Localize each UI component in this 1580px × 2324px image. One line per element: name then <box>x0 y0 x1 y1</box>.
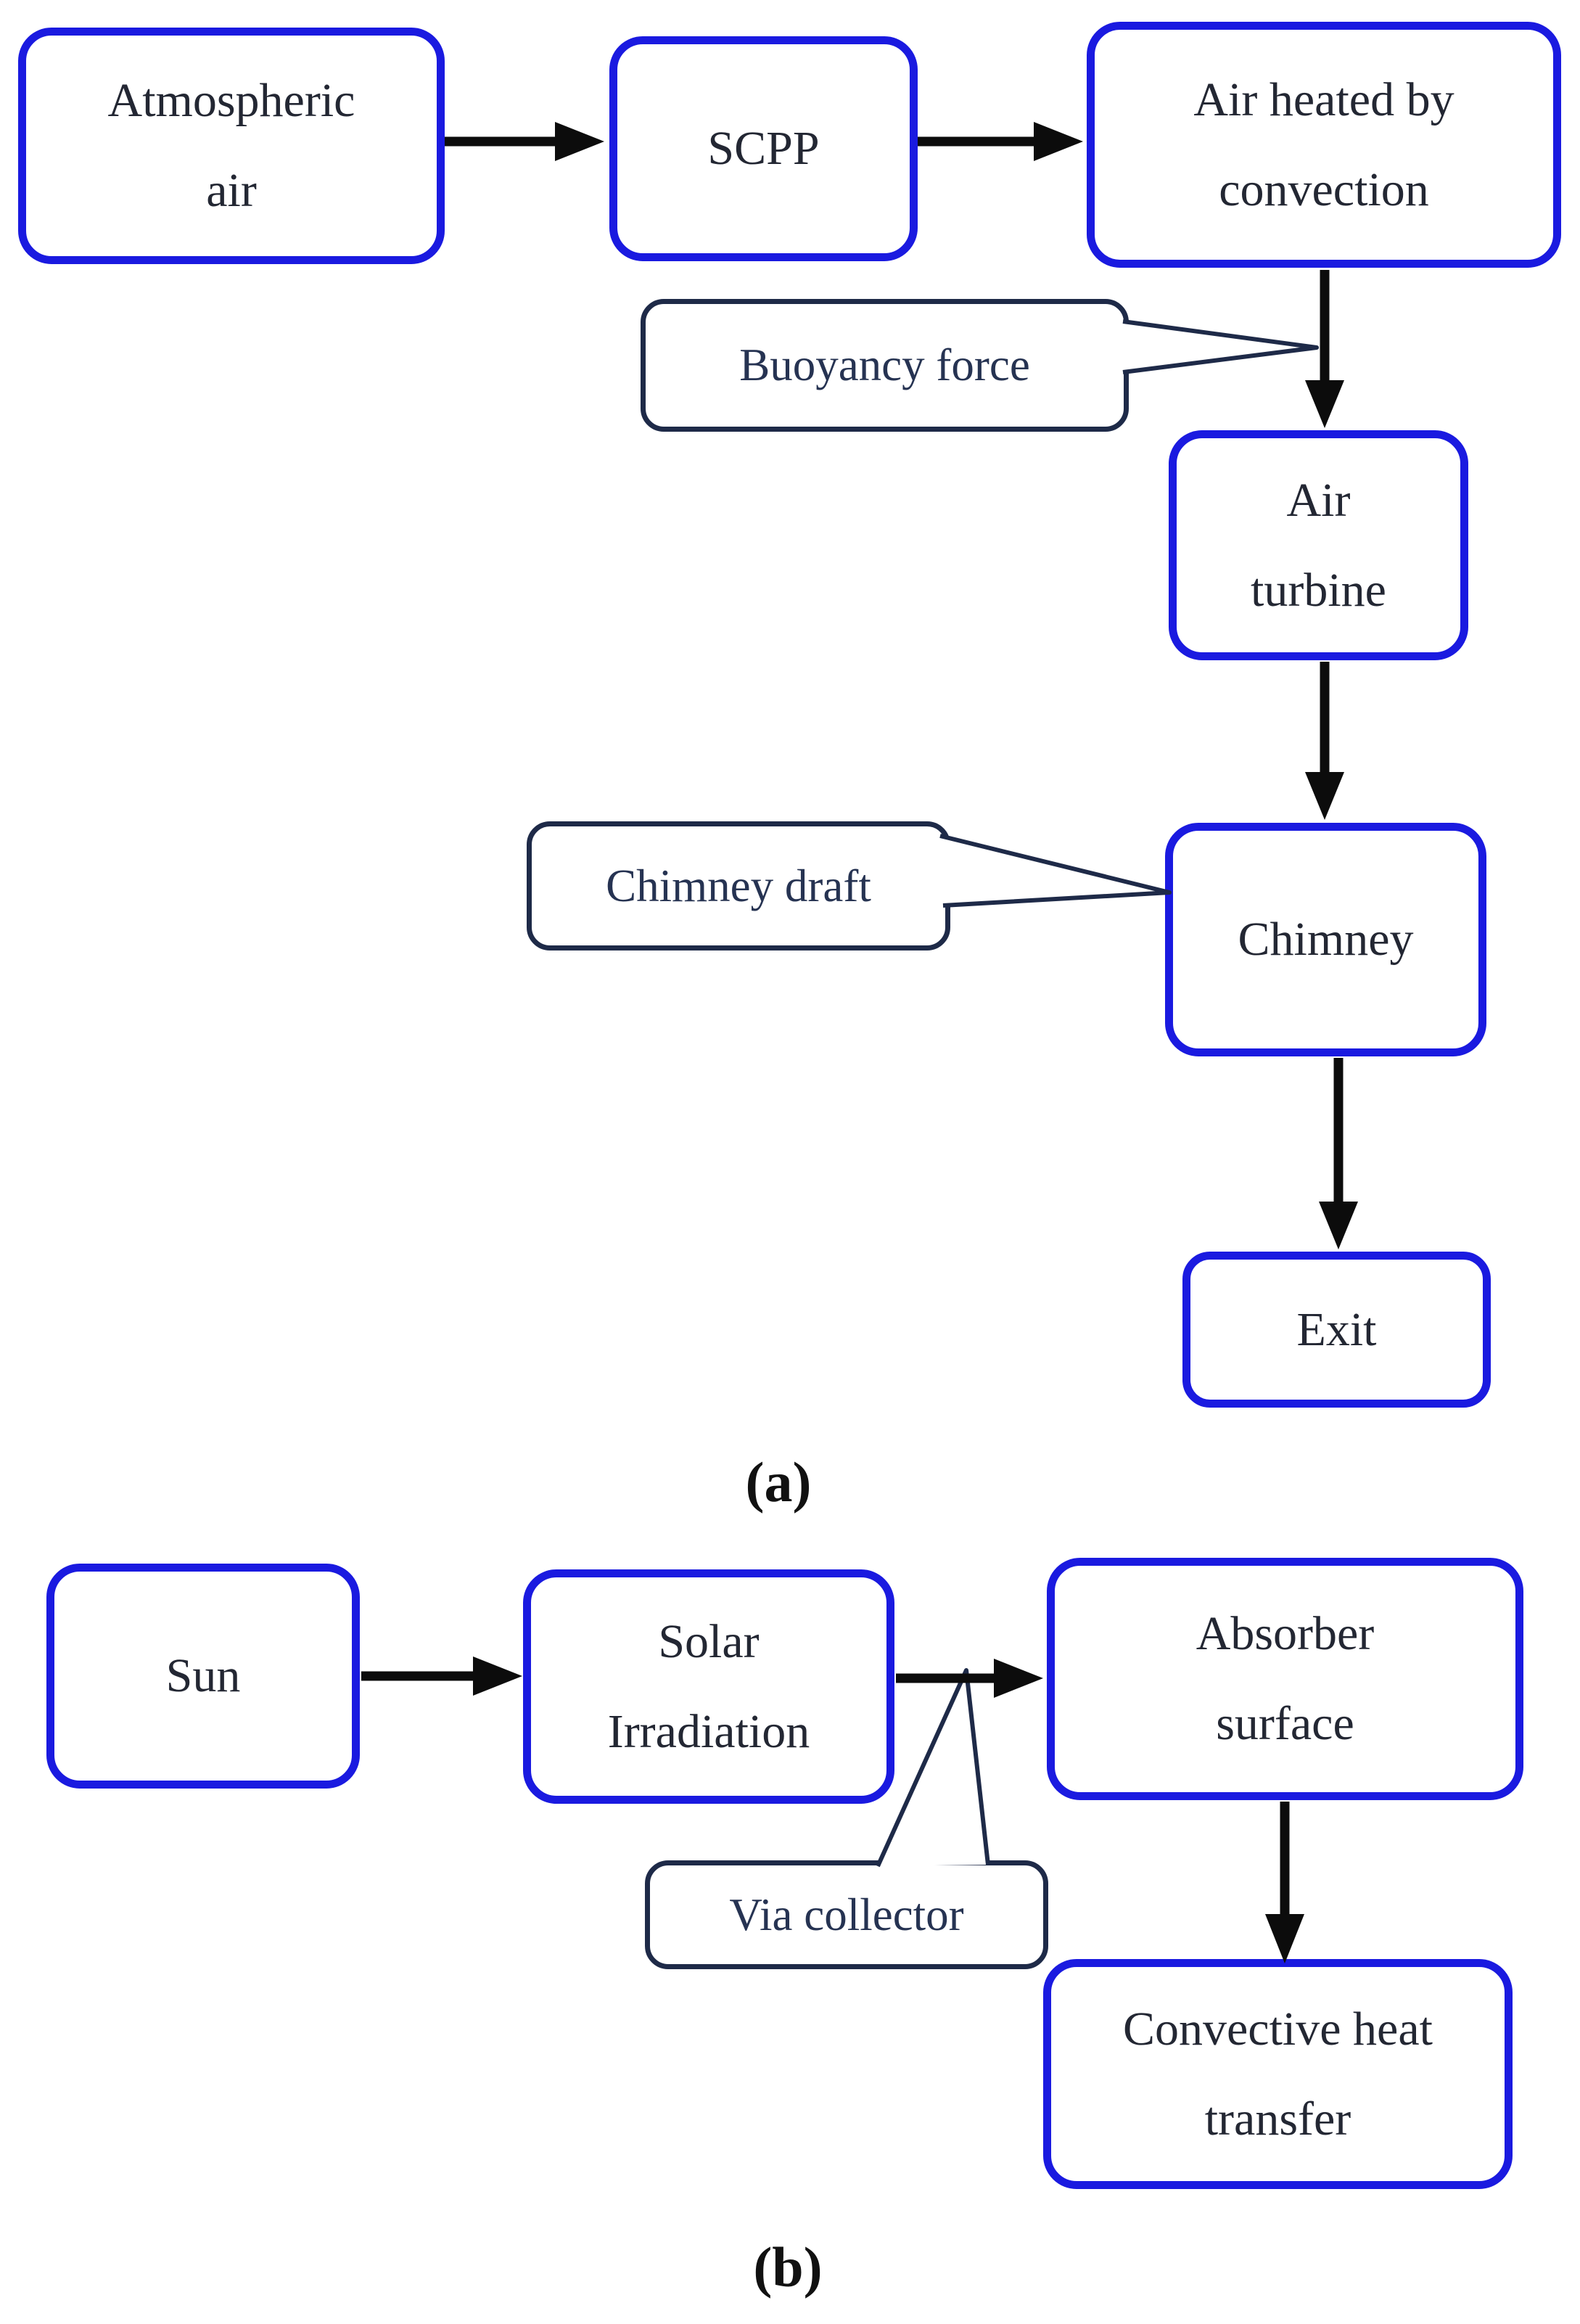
node-label-line: Exit <box>1296 1302 1377 1356</box>
node-chimney: Chimney <box>1165 823 1486 1056</box>
arrow-air-heated-to-turbine <box>1305 270 1344 428</box>
node-label-line: Solar <box>658 1614 760 1668</box>
node-convective-heat-transfer: Convective heat transfer <box>1043 1959 1513 2189</box>
node-sun: Sun <box>46 1564 360 1789</box>
arrow-turbine-to-chimney <box>1305 662 1344 820</box>
callout-label: Chimney draft <box>606 860 871 911</box>
arrow-solar-to-absorber <box>896 1659 1043 1698</box>
callout-buoyancy-force: Buoyancy force <box>641 299 1129 432</box>
panel-a-caption: (a) <box>633 1439 923 1526</box>
node-label-line: turbine <box>1251 563 1386 617</box>
node-air-heated-by-convection: Air heated by convection <box>1087 22 1561 268</box>
callout-label: Buoyancy force <box>739 340 1030 390</box>
node-label-line: Air <box>1286 473 1351 527</box>
chimney-draft-callout-tail <box>939 834 1172 908</box>
node-exit: Exit <box>1182 1252 1491 1408</box>
callout-label: Via collector <box>729 1889 964 1940</box>
node-solar-irradiation: Solar Irradiation <box>523 1569 894 1804</box>
panel-b-caption-text: (b) <box>753 2235 823 2299</box>
node-atmospheric-air: Atmospheric air <box>18 28 445 264</box>
node-scpp: SCPP <box>609 36 918 261</box>
node-absorber-surface: Absorber surface <box>1047 1558 1523 1800</box>
panel-b-caption: (b) <box>643 2224 933 2311</box>
node-label-line: surface <box>1216 1697 1354 1750</box>
node-label-line: transfer <box>1204 2092 1351 2146</box>
buoyancy-callout-tail <box>1122 319 1319 374</box>
callout-chimney-draft: Chimney draft <box>527 821 950 950</box>
node-label-line: SCPP <box>707 122 820 175</box>
node-label-line: Irradiation <box>607 1704 810 1758</box>
node-label-line: Chimney <box>1238 913 1414 966</box>
node-label-line: Air heated by <box>1193 73 1454 126</box>
node-label-line: convection <box>1219 163 1429 216</box>
arrow-chimney-to-exit <box>1319 1058 1358 1249</box>
node-label-line: air <box>206 164 257 217</box>
arrow-sun-to-solar <box>361 1656 522 1696</box>
arrow-atmospheric-to-scpp <box>445 122 604 161</box>
node-air-turbine: Air turbine <box>1169 430 1468 660</box>
callout-via-collector: Via collector <box>645 1860 1048 1969</box>
node-label-line: Atmospheric <box>107 74 355 127</box>
node-label-line: Sun <box>165 1649 241 1702</box>
arrow-absorber-to-convective <box>1265 1802 1304 1963</box>
node-label-line: Absorber <box>1196 1607 1375 1660</box>
node-label-line: Convective heat <box>1122 2002 1433 2056</box>
panel-a-caption-text: (a) <box>745 1450 812 1514</box>
arrow-scpp-to-air-heated <box>918 122 1083 161</box>
